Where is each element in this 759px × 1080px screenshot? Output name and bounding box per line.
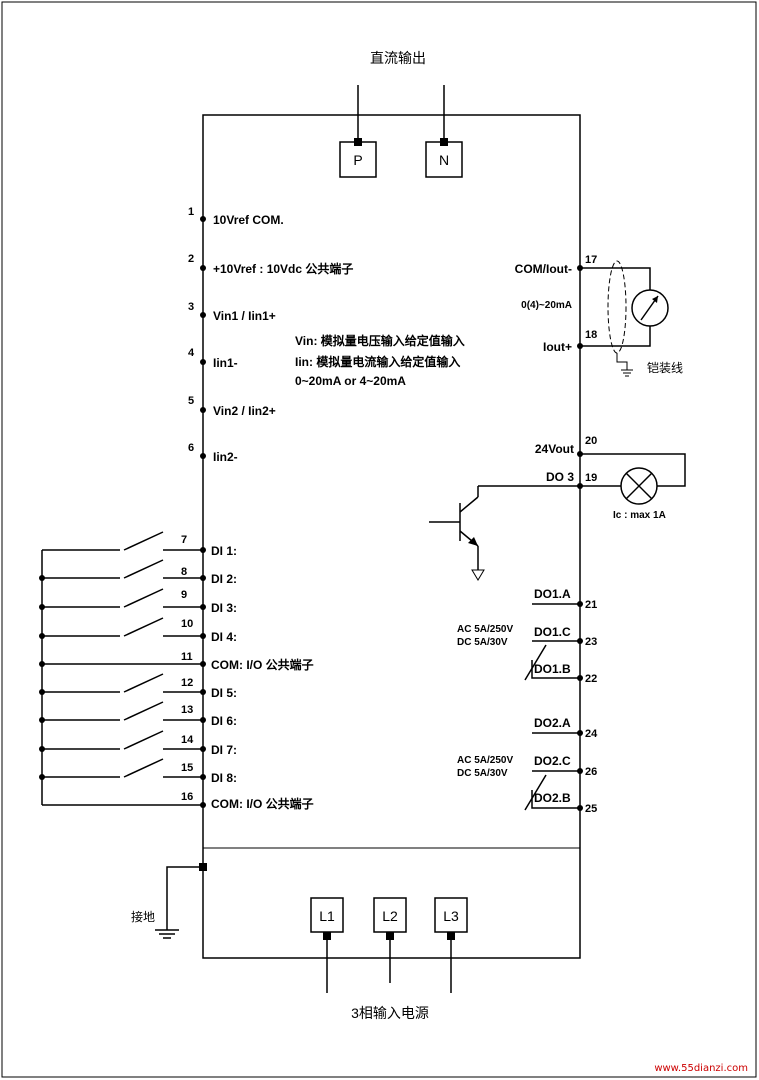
digital-input-labels: 7 DI 1: 8 DI 2: 9 DI 3: 10 DI 4: 11 COM:… xyxy=(181,534,314,811)
terminal-n-dot xyxy=(440,138,448,146)
terminal-label-14: DI 7: xyxy=(211,743,237,757)
terminal-l1-label: L1 xyxy=(319,908,335,924)
terminal-l3-label: L3 xyxy=(443,908,459,924)
terminal-dot-3 xyxy=(200,312,206,318)
terminal-p xyxy=(339,141,377,178)
terminal-num-22: 22 xyxy=(585,673,597,685)
terminal-label-4: Iin1- xyxy=(213,356,238,370)
terminal-num-14: 14 xyxy=(181,734,194,746)
note-vin: Vin: 模拟量电压输入给定值输入 xyxy=(295,333,465,348)
terminal-num-19: 19 xyxy=(585,472,597,484)
terminal-num-11: 11 xyxy=(181,651,193,663)
relay1-rating-dc: DC 5A/30V xyxy=(457,637,508,648)
terminal-label-17: COM/Iout- xyxy=(515,262,572,276)
terminal-num-4: 4 xyxy=(188,347,195,359)
terminal-dot-2 xyxy=(200,265,206,271)
dc-output-label: 直流输出 xyxy=(370,50,426,66)
relay-2: DO2.A 24 DO2.C 26 DO2.B 25 AC 5A/250V DC… xyxy=(457,716,598,815)
terminal-num-5: 5 xyxy=(188,395,194,407)
terminal-label-15: DI 8: xyxy=(211,771,237,785)
terminal-label-7: DI 1: xyxy=(211,544,237,558)
terminal-num-10: 10 xyxy=(181,618,193,630)
lamp-rating: Ic : max 1A xyxy=(613,510,666,521)
terminal-num-24: 24 xyxy=(585,728,598,740)
terminal-n-label: N xyxy=(439,152,449,168)
terminal-num-1: 1 xyxy=(188,206,194,218)
terminal-label-9: DI 3: xyxy=(211,601,237,615)
terminal-label-16: COM: I/O 公共端子 xyxy=(211,796,314,811)
terminal-label-22: DO1.B xyxy=(534,662,571,676)
shield-ellipse xyxy=(607,260,627,354)
three-phase-input: L1 L2 L3 3相输入电源 xyxy=(310,897,468,1021)
terminal-num-26: 26 xyxy=(585,766,597,778)
terminal-label-5: Vin2 / Iin2+ xyxy=(213,404,276,418)
terminal-label-18: Iout+ xyxy=(543,340,572,354)
terminal-dot-1 xyxy=(200,216,206,222)
transistor-output: 24Vout 20 DO 3 19 Ic : max 1A xyxy=(429,435,686,581)
digital-input-wiring xyxy=(39,531,206,808)
terminal-num-21: 21 xyxy=(585,599,597,611)
terminal-dot-4 xyxy=(200,359,206,365)
transistor-ground-icon xyxy=(471,569,485,581)
note-iin: Iin: 模拟量电流输入给定值输入 xyxy=(295,354,460,369)
shield-label: 铠装线 xyxy=(647,360,683,375)
terminal-num-16: 16 xyxy=(181,791,193,803)
terminal-num-23: 23 xyxy=(585,636,597,648)
analog-out-range: 0(4)~20mA xyxy=(521,300,572,311)
terminal-p-label: P xyxy=(353,152,362,168)
terminal-num-8: 8 xyxy=(181,566,187,578)
terminal-label-19: DO 3 xyxy=(546,470,574,484)
terminal-label-6: Iin2- xyxy=(213,450,238,464)
terminal-label-3: Vin1 / Iin1+ xyxy=(213,309,276,323)
terminal-label-23: DO1.C xyxy=(534,625,571,639)
input-power-label: 3相输入电源 xyxy=(351,1005,429,1021)
chassis-ground: 接地 xyxy=(131,863,207,939)
terminal-num-13: 13 xyxy=(181,704,193,716)
terminal-label-13: DI 6: xyxy=(211,714,237,728)
ground-label: 接地 xyxy=(131,909,155,924)
drive-enclosure xyxy=(202,114,581,959)
note-range: 0~20mA or 4~20mA xyxy=(295,374,406,388)
lamp-wire xyxy=(580,453,686,487)
terminal-num-15: 15 xyxy=(181,762,193,774)
terminal-num-3: 3 xyxy=(188,301,194,313)
watermark: www.55dianzi.com xyxy=(654,1063,748,1074)
terminal-num-20: 20 xyxy=(585,435,597,447)
relay1-rating-ac: AC 5A/250V xyxy=(457,624,513,635)
terminal-num-17: 17 xyxy=(585,254,597,266)
terminal-num-18: 18 xyxy=(585,329,597,341)
terminal-label-8: DI 2: xyxy=(211,572,237,586)
terminal-label-25: DO2.B xyxy=(534,791,571,805)
terminal-label-2: +10Vref : 10Vdc 公共端子 xyxy=(213,261,353,276)
terminal-label-20: 24Vout xyxy=(535,442,574,456)
terminal-num-6: 6 xyxy=(188,442,194,454)
shield-ground-wire xyxy=(616,353,628,370)
analog-terminals: 1 10Vref COM. 2 +10Vref : 10Vdc 公共端子 3 V… xyxy=(188,206,353,464)
terminal-dot-6 xyxy=(200,453,206,459)
terminal-num-7: 7 xyxy=(181,534,187,546)
terminal-l2-label: L2 xyxy=(382,908,398,924)
terminal-label-21: DO1.A xyxy=(534,587,571,601)
terminal-label-1: 10Vref COM. xyxy=(213,213,284,227)
terminal-num-25: 25 xyxy=(585,803,597,815)
terminal-label-26: DO2.C xyxy=(534,754,571,768)
relay2-rating-dc: DC 5A/30V xyxy=(457,768,508,779)
terminal-num-12: 12 xyxy=(181,677,193,689)
terminal-p-dot xyxy=(354,138,362,146)
terminal-num-2: 2 xyxy=(188,253,194,265)
terminal-l3 xyxy=(434,897,468,933)
terminal-label-10: DI 4: xyxy=(211,630,237,644)
terminal-label-12: DI 5: xyxy=(211,686,237,700)
terminal-dot-5 xyxy=(200,407,206,413)
terminal-label-24: DO2.A xyxy=(534,716,571,730)
relay-1: DO1.A 21 DO1.C 23 DO1.B 22 AC 5A/250V DC… xyxy=(457,587,597,685)
terminal-label-11: COM: I/O 公共端子 xyxy=(211,657,314,672)
relay2-rating-ac: AC 5A/250V xyxy=(457,755,513,766)
analog-output: COM/Iout- 17 Iout+ 18 0(4)~20mA 铠装线 xyxy=(515,254,683,377)
terminal-num-9: 9 xyxy=(181,589,187,601)
